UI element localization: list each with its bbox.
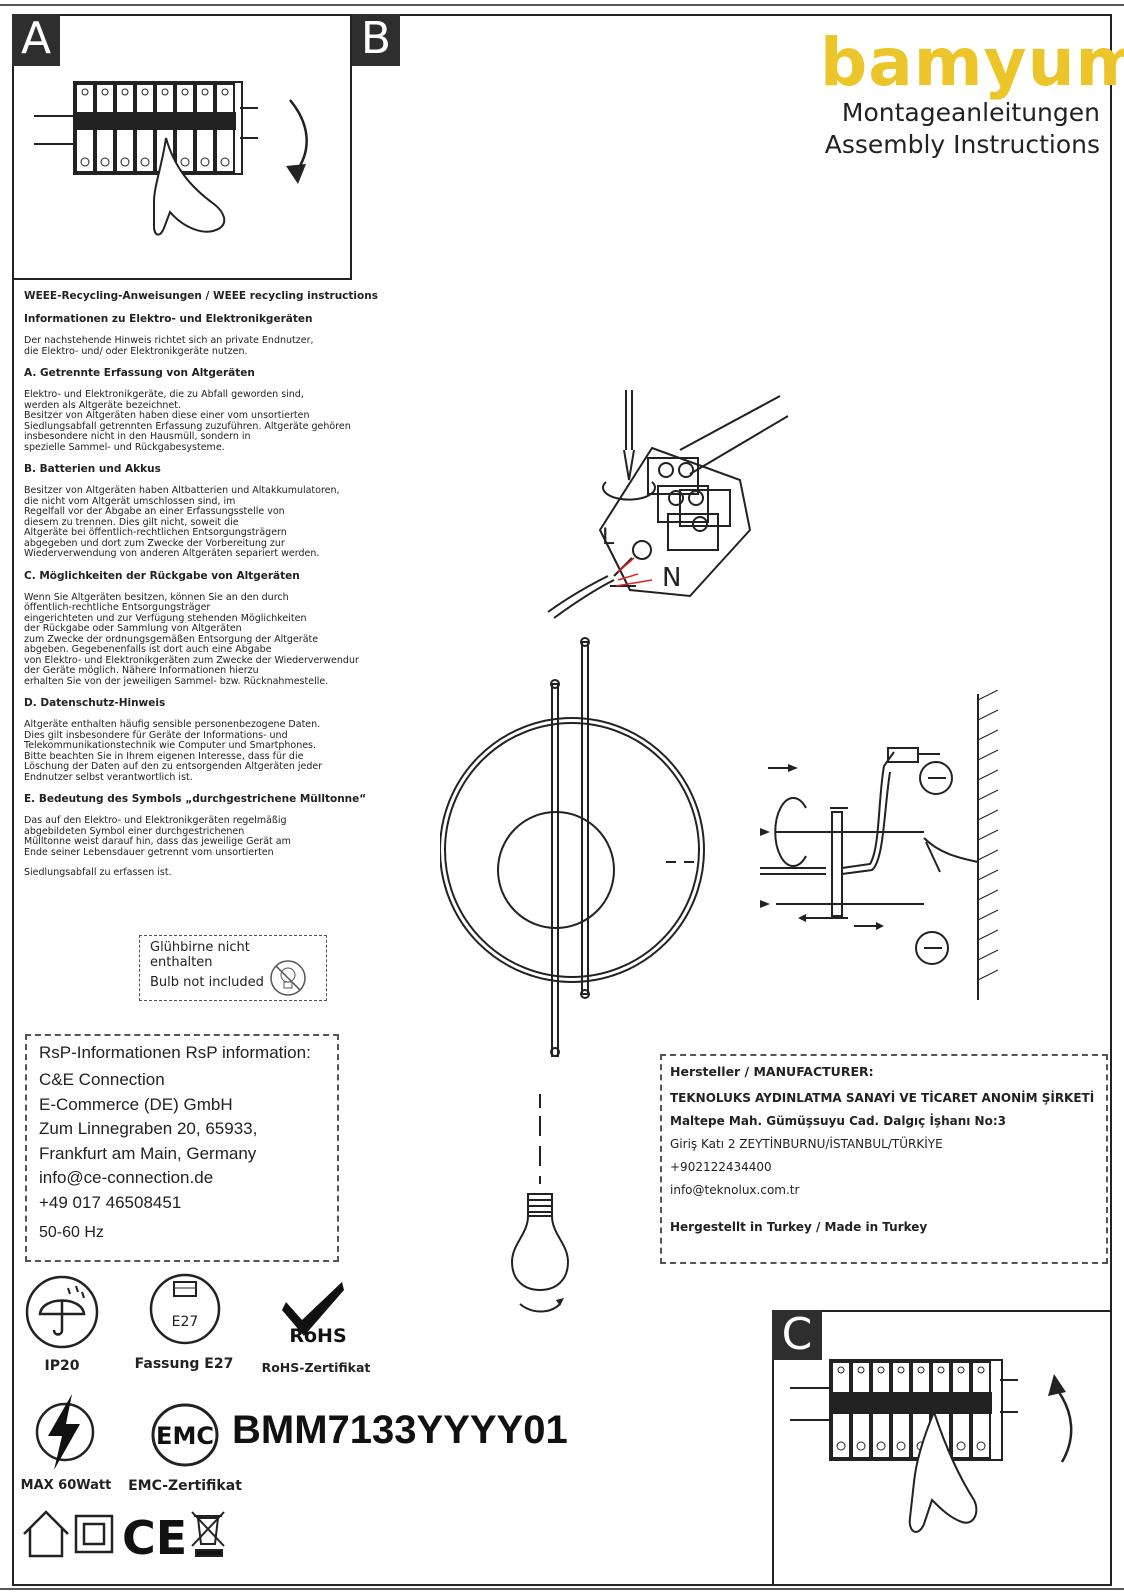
- sheet-frame: [12, 14, 1112, 1586]
- no-bulb-icon: [270, 960, 306, 996]
- bulb-not-included-note: Glühbirne nicht enthalten Bulb not inclu…: [139, 935, 327, 1001]
- top-rule: [0, 4, 1124, 6]
- weee-bin-icon: [191, 1511, 225, 1557]
- lamp-fixture-diagram: [440, 637, 705, 1057]
- step-c-label: C: [772, 1310, 822, 1360]
- manufacturer-box: Hersteller / MANUFACTURER: TEKNOLUKS AYD…: [660, 1054, 1108, 1264]
- class-ii-icon: [74, 1514, 114, 1554]
- weee-section-text: Das auf den Elektro- und Elektronikgerät…: [24, 815, 291, 858]
- neutral-terminal-label: N: [662, 563, 681, 593]
- step-c-panel: [772, 1310, 1112, 1586]
- rsp-frequency: 50-60 Hz: [39, 1224, 104, 1241]
- title-de: Montageanleitungen: [841, 98, 1100, 127]
- hand-icon: [153, 137, 226, 236]
- step-b-label: B: [352, 14, 400, 66]
- bulb-note-de: Glühbirne nicht enthalten: [150, 940, 250, 970]
- e27-socket-icon: E27: [149, 1273, 221, 1345]
- weee-closing: Siedlungsabfall zu erfassen ist.: [24, 867, 172, 878]
- light-bulb-diagram: [510, 1094, 570, 1313]
- weee-section-title: A. Getrennte Erfassung von Altgeräten: [24, 367, 255, 379]
- weee-section-text: Wenn Sie Altgeräten besitzen, können Sie…: [24, 591, 359, 687]
- title-en: Assembly Instructions: [824, 130, 1100, 159]
- weee-instructions: WEEE-Recycling-Anweisungen / WEEE recycl…: [24, 290, 434, 889]
- rsp-information-box: RsP-Informationen RsP information: C&E C…: [25, 1034, 339, 1262]
- weee-section-text: Besitzer von Altgeräten haben Altbatteri…: [24, 485, 340, 559]
- rsp-title: RsP-Informationen RsP information:: [39, 1043, 311, 1062]
- breaker-off-diagram: [34, 81, 308, 236]
- rohs-label: RoHS-Zertifikat: [261, 1360, 371, 1375]
- brand-logo: bamyum: [820, 24, 1124, 101]
- model-number: BMM7133YYYY01: [232, 1408, 568, 1452]
- rohs-icon: RoHS: [282, 1282, 347, 1347]
- emc-mark-text: EMC: [156, 1422, 214, 1450]
- compliance-marks: CE: [23, 1510, 225, 1560]
- wiring-diagram: L N: [547, 390, 789, 619]
- weee-intro: Der nachstehende Hinweis richtet sich an…: [24, 335, 314, 357]
- step-a-label: A: [12, 14, 60, 66]
- weee-section-text: Altgeräte enthalten häufig sensible pers…: [24, 719, 323, 783]
- weee-section-title: B. Batterien und Akkus: [24, 463, 161, 475]
- rohs-mark-text: RoHS: [289, 1325, 346, 1347]
- manufacturer-address: Maltepe Mah. Gümüşsuyu Cad. Dalgıç İşhan…: [670, 1114, 1006, 1128]
- rsp-line: E-Commerce (DE) GmbH: [39, 1094, 233, 1114]
- max-watt-label: MAX 60Watt: [20, 1478, 112, 1493]
- step-a-panel: [12, 14, 352, 280]
- wall-mount-diagram: [760, 690, 999, 1000]
- manufacturer-address: Giriş Katı 2 ZEYTİNBURNU/İSTANBUL/TÜRKİY…: [670, 1137, 943, 1151]
- weee-section-title: C. Möglichkeiten der Rückgabe von Altger…: [24, 569, 300, 582]
- lightning-max-watt-icon: [35, 1394, 95, 1470]
- manufacturer-company: TEKNOLUKS AYDINLATMA SANAYİ VE TİCARET A…: [670, 1091, 1095, 1105]
- hand-icon: [908, 1409, 978, 1533]
- rsp-line: Zum Linnegraben 20, 65933,: [39, 1119, 258, 1138]
- manufacturer-phone: +902122434400: [670, 1160, 772, 1174]
- live-terminal-label: L: [602, 525, 615, 550]
- manufacturer-title: Hersteller / MANUFACTURER:: [670, 1064, 874, 1079]
- umbrella-ip-icon: [25, 1275, 99, 1349]
- bottom-rule: [0, 1588, 1124, 1590]
- rsp-line: Frankfurt am Main, Germany: [39, 1143, 257, 1163]
- weee-subheading: Informationen zu Elektro- und Elektronik…: [24, 313, 313, 325]
- indoor-use-icon: [23, 1510, 69, 1558]
- rsp-phone: +49 017 46508451: [39, 1192, 182, 1212]
- e27-icon-text: E27: [172, 1314, 199, 1330]
- weee-section-text: Elektro- und Elektronikgeräte, die zu Ab…: [24, 389, 351, 453]
- bulb-note-en: Bulb not included: [150, 975, 264, 990]
- weee-section-title: E. Bedeutung des Symbols „durchgestriche…: [24, 793, 367, 805]
- socket-label: Fassung E27: [134, 1356, 234, 1372]
- breaker-on-diagram: [790, 1359, 1073, 1533]
- emc-icon: EMC: [151, 1403, 219, 1467]
- ce-mark: CE: [122, 1511, 187, 1560]
- made-in-label: Hergestellt in Turkey / Made in Turkey: [670, 1220, 928, 1234]
- weee-section-title: D. Datenschutz-Hinweis: [24, 697, 166, 709]
- ip-rating-label: IP20: [44, 1358, 80, 1374]
- weee-heading: WEEE-Recycling-Anweisungen / WEEE recycl…: [24, 290, 378, 302]
- emc-label: EMC-Zertifikat: [128, 1478, 242, 1494]
- rsp-email: info@ce-connection.de: [39, 1168, 214, 1187]
- manufacturer-email: info@teknolux.com.tr: [670, 1183, 800, 1197]
- rsp-line: C&E Connection: [39, 1070, 165, 1089]
